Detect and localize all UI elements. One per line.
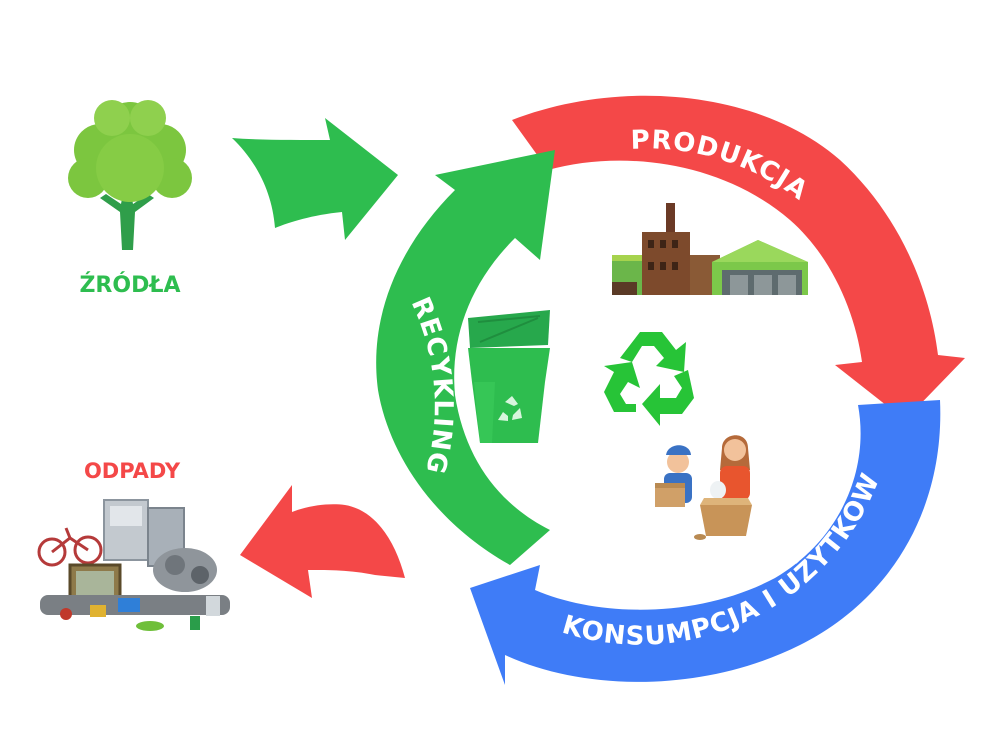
tree-icon: [68, 100, 192, 250]
recycling-arrow: [376, 150, 555, 565]
waste-arrow: [240, 485, 405, 598]
junk-pile-icon: [37, 499, 230, 631]
people-with-boxes-icon: [655, 435, 752, 540]
production-arrow: [512, 95, 965, 420]
waste-label: ODPADY: [84, 459, 181, 483]
consumption-arrow: [470, 400, 941, 685]
sources-arrow: [232, 118, 398, 240]
recycle-symbol-icon: [604, 332, 694, 426]
factory-icon: [612, 203, 808, 295]
recycling-bin-icon: [468, 310, 550, 443]
sources-label: ŹRÓDŁA: [79, 272, 180, 298]
